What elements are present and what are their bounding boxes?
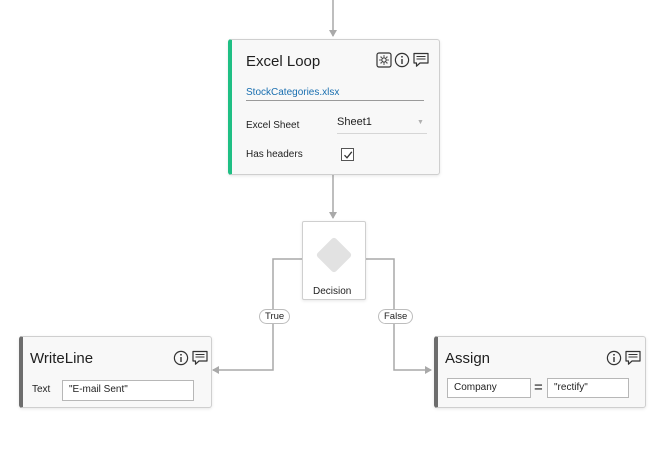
- info-icon[interactable]: [606, 350, 622, 366]
- info-icon[interactable]: [173, 350, 189, 366]
- has-headers-checkbox[interactable]: [341, 148, 354, 161]
- info-icon[interactable]: [394, 52, 410, 68]
- excel-sheet-label: Excel Sheet: [246, 120, 300, 131]
- comment-icon[interactable]: [412, 52, 430, 68]
- true-branch-label: True: [259, 309, 291, 324]
- settings-icon[interactable]: [376, 52, 392, 68]
- writeline-title: WriteLine: [30, 350, 94, 367]
- decision-label: Decision: [313, 286, 352, 297]
- assign-to-input[interactable]: Company: [447, 378, 531, 398]
- excel-sheet-select[interactable]: Sheet1 ▼: [337, 114, 427, 134]
- excel-file-link[interactable]: StockCategories.xlsx: [246, 87, 340, 98]
- chevron-down-icon: ▼: [417, 119, 424, 126]
- writeline-text-label: Text: [32, 384, 51, 395]
- decision-activity[interactable]: Decision: [302, 221, 366, 300]
- excel-loop-activity[interactable]: Excel Loop StockCategories.xlsx Excel Sh…: [228, 39, 440, 175]
- has-headers-label: Has headers: [246, 149, 303, 160]
- comment-icon[interactable]: [191, 350, 209, 366]
- assign-value-input[interactable]: "rectify": [547, 378, 629, 398]
- writeline-text-input[interactable]: "E-mail Sent": [62, 380, 194, 401]
- assign-equals-sign: =: [534, 379, 543, 396]
- false-branch-label: False: [378, 309, 414, 324]
- assign-title: Assign: [445, 350, 491, 367]
- writeline-activity[interactable]: WriteLine Text "E-mail Sent": [19, 336, 212, 408]
- excel-sheet-value: Sheet1: [337, 116, 372, 128]
- checkmark-icon: [344, 151, 353, 159]
- file-input-underline: [246, 100, 424, 101]
- sheet-select-underline: [337, 133, 427, 134]
- excel-loop-title: Excel Loop: [246, 53, 321, 70]
- decision-diamond-icon: [315, 236, 353, 274]
- comment-icon[interactable]: [624, 350, 642, 366]
- assign-activity[interactable]: Assign Company = "rectify": [434, 336, 646, 408]
